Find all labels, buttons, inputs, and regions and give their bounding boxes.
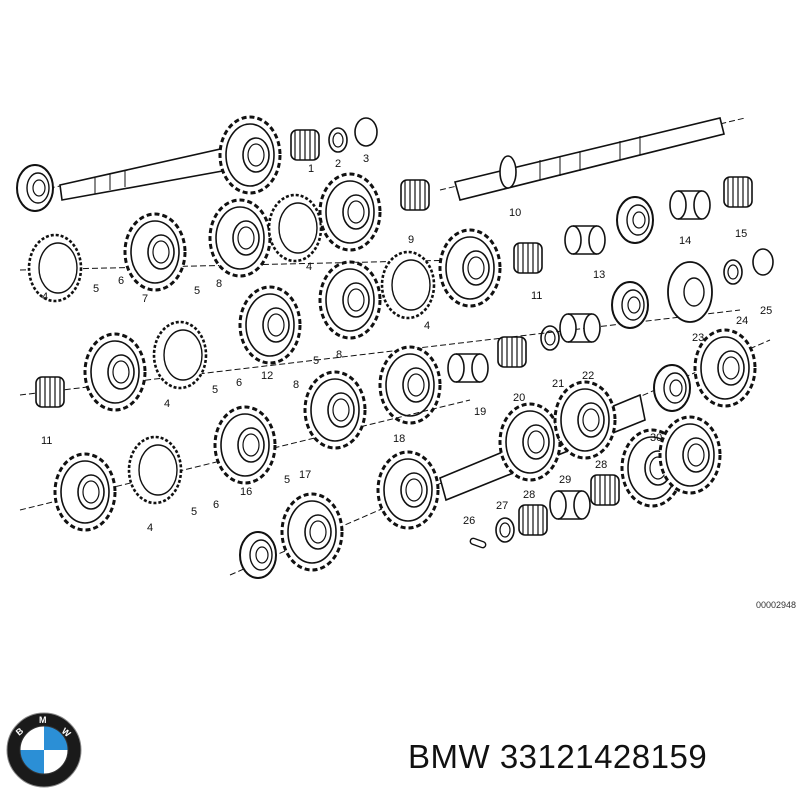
- callout-21: 21: [552, 378, 564, 390]
- input-shaft: [16, 115, 282, 212]
- callout-12: 12: [261, 370, 273, 382]
- callout-10: 10: [509, 207, 521, 219]
- callout-4: 4: [147, 522, 153, 534]
- callout-6: 6: [236, 377, 242, 389]
- callout-4: 4: [306, 261, 312, 273]
- callout-27: 27: [496, 500, 508, 512]
- callout-7: 7: [142, 293, 148, 305]
- bmw-logo: B M W: [6, 712, 82, 788]
- callout-8: 8: [216, 278, 222, 290]
- callout-8: 8: [336, 349, 342, 361]
- bmw-logo-letter-b: B: [14, 725, 26, 737]
- callout-14: 14: [679, 235, 691, 247]
- callout-29: 29: [559, 474, 571, 486]
- bmw-logo-letter-m: M: [39, 715, 47, 725]
- callout-25: 25: [760, 305, 772, 317]
- callout-5: 5: [194, 285, 200, 297]
- main-shaft: [439, 117, 746, 201]
- callout-19: 19: [474, 406, 486, 418]
- callout-6: 6: [213, 499, 219, 511]
- callout-4: 4: [424, 320, 430, 332]
- callout-28: 28: [595, 459, 607, 471]
- callout-16: 16: [240, 486, 252, 498]
- output-flange: [667, 261, 713, 323]
- callout-4: 4: [42, 291, 48, 303]
- callout-5: 5: [313, 355, 319, 367]
- callout-5: 5: [212, 384, 218, 396]
- callout-1: 1: [308, 163, 314, 175]
- callout-17: 17: [299, 469, 311, 481]
- callout-20: 20: [513, 392, 525, 404]
- callout-6: 6: [118, 275, 124, 287]
- callout-5: 5: [284, 474, 290, 486]
- callout-9: 9: [408, 234, 414, 246]
- callout-11: 11: [41, 435, 52, 447]
- exploded-gearbox-diagram: 1 2 3 4 5 6 7 8 5 4 9 10 11 13 14 15 8 4…: [16, 115, 774, 579]
- callout-3: 3: [363, 153, 369, 165]
- callout-5: 5: [191, 506, 197, 518]
- callout-26: 26: [463, 515, 475, 527]
- drawing-id: 00002948: [755, 600, 796, 610]
- callout-24: 24: [736, 315, 748, 327]
- callout-30: 30: [650, 432, 662, 444]
- callout-13: 13: [593, 269, 605, 281]
- callout-18: 18: [393, 433, 405, 445]
- callout-4: 4: [164, 398, 170, 410]
- callout-5: 5: [93, 283, 99, 295]
- callout-23: 23: [692, 332, 704, 344]
- callout-11: 11: [531, 290, 542, 302]
- callout-2: 2: [335, 158, 341, 170]
- callout-28: 28: [523, 489, 535, 501]
- callout-labels: 1 2 3 4 5 6 7 8 5 4 9 10 11 13 14 15 8 4…: [41, 153, 772, 534]
- callout-22: 22: [582, 370, 594, 382]
- callout-15: 15: [735, 228, 747, 240]
- countershaft: [229, 328, 771, 579]
- part-number-caption: BMW 33121428159: [408, 738, 708, 775]
- callout-8: 8: [293, 379, 299, 391]
